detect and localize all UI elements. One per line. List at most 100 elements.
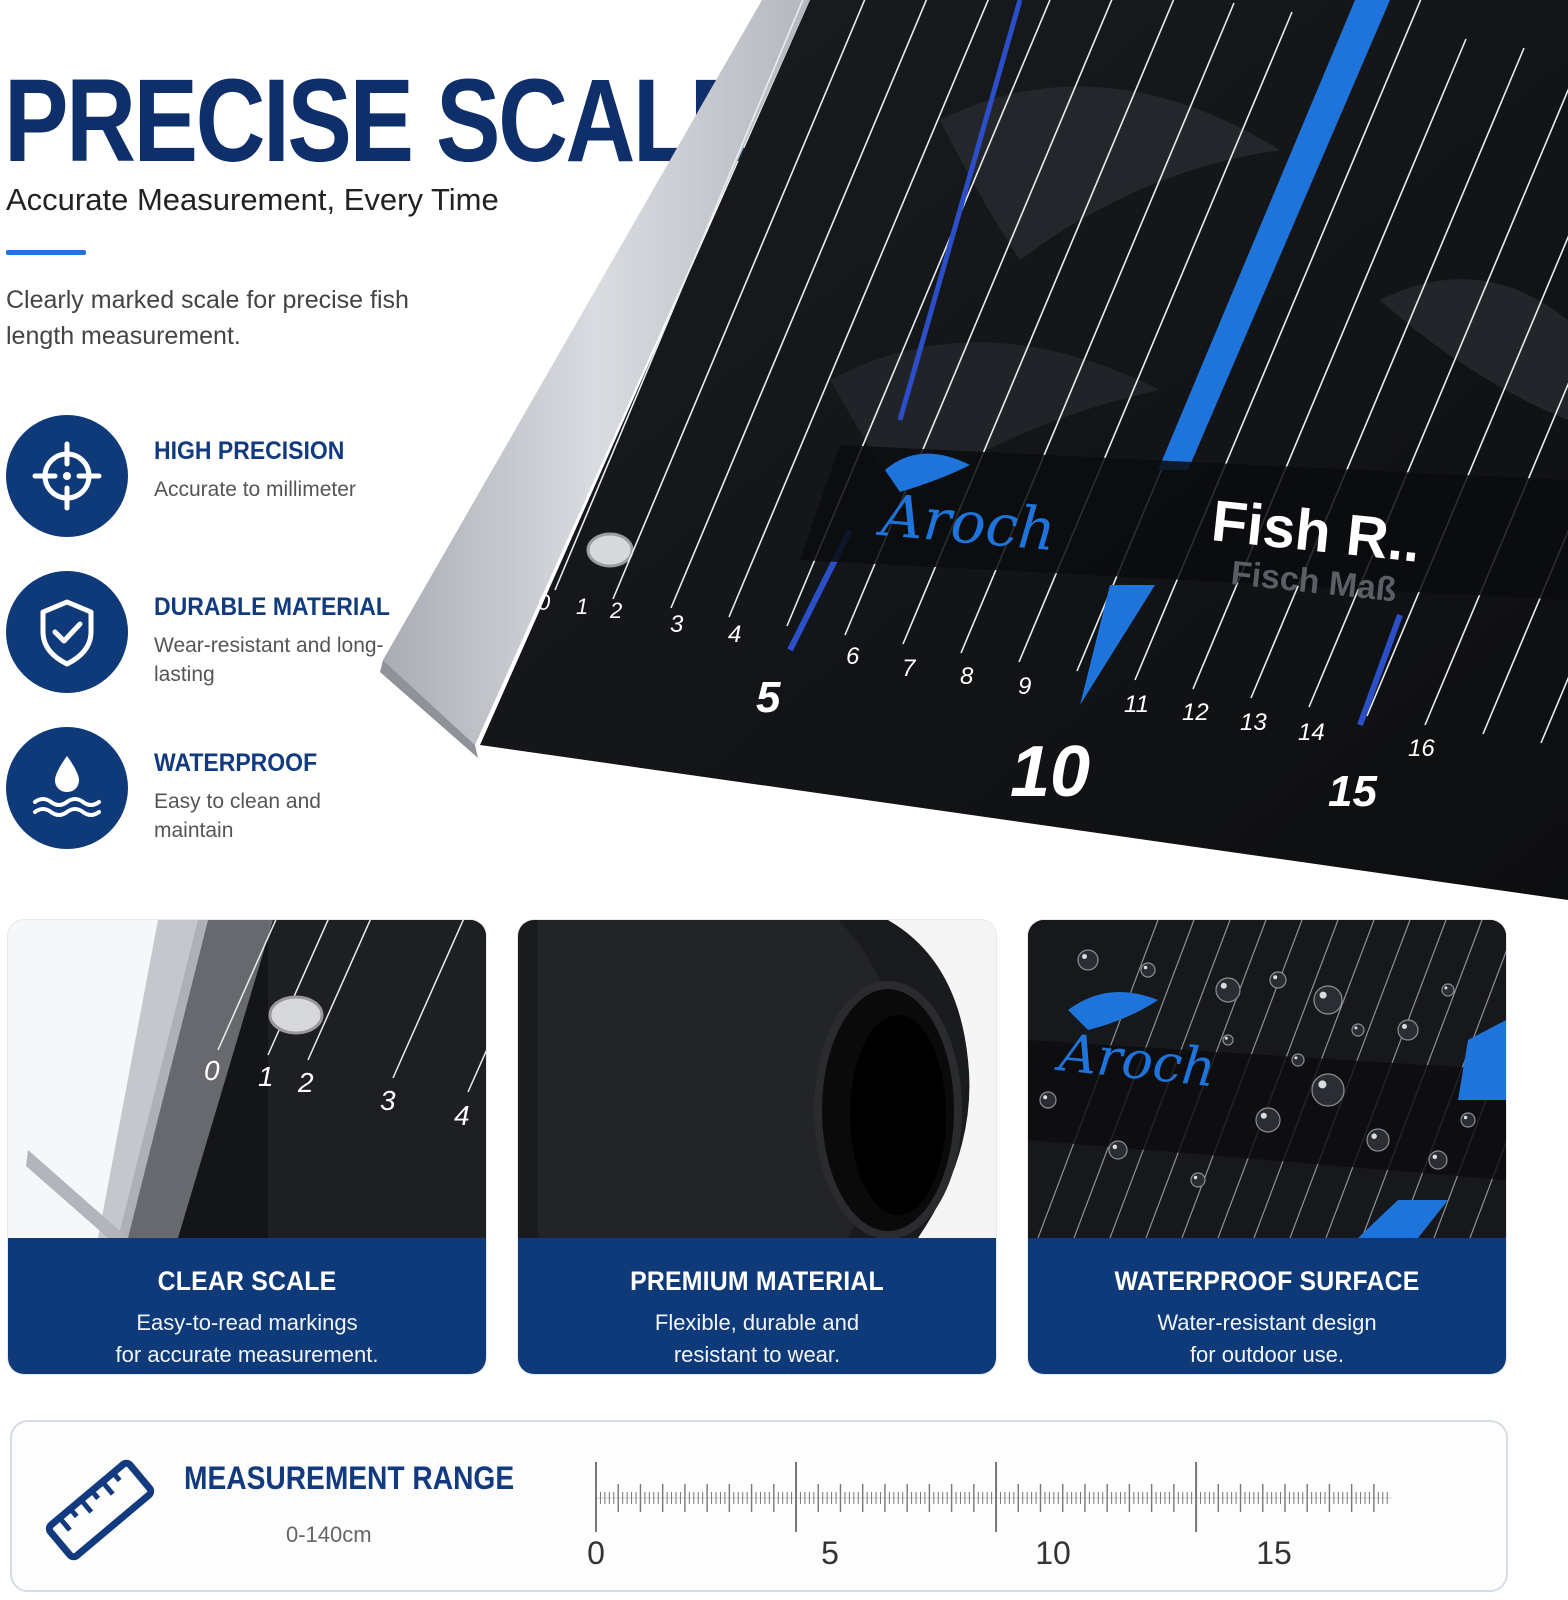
water-droplet (1311, 1073, 1345, 1107)
droplet-highlight (1043, 1095, 1048, 1100)
fish-ruler-product-image: Aroch Fish R.. Fisch Maß 0 1 2 3 4 6 7 8… (380, 0, 1568, 900)
card-desc: Water-resistant design for outdoor use. (1028, 1307, 1506, 1371)
scale-number: 3 (380, 1085, 396, 1116)
scale-number: 4 (454, 1100, 470, 1131)
accent-divider (6, 250, 86, 255)
range-title: MEASUREMENT RANGE (184, 1460, 515, 1496)
feature-desc: Easy to clean and maintain (154, 790, 321, 842)
card-desc: Flexible, durable and resistant to wear. (518, 1307, 996, 1371)
card-caption: WATERPROOF SURFACE Water-resistant desig… (1028, 1238, 1506, 1374)
scale-line (728, 0, 990, 618)
droplet-highlight (1260, 1112, 1267, 1119)
aluminium-rail (383, 0, 810, 745)
water-droplet (1140, 962, 1156, 978)
scale-number: 7 (902, 655, 917, 682)
scale-number: 2 (297, 1067, 314, 1098)
range-scale-label: 10 (1035, 1535, 1071, 1571)
brand-logo-text: Aroch (874, 481, 1059, 564)
measurement-range-panel: MEASUREMENT RANGE 0-140cm 0 5 10 15 (10, 1420, 1508, 1592)
droplet-highlight (1193, 1175, 1198, 1180)
water-droplet (1039, 1091, 1057, 1109)
fish-logo-icon (1068, 992, 1158, 1030)
card-desc-line: for outdoor use. (1189, 1342, 1345, 1367)
water-droplet (1351, 1023, 1365, 1037)
scale-number-major: 5 (756, 673, 781, 722)
card-clear-scale: 0 1 2 3 4 CLEAR SCALE Easy-to-read marki… (8, 920, 486, 1374)
scale-line (612, 0, 866, 600)
range-value: 0-140cm (286, 1522, 372, 1547)
scale-number: 0 (538, 590, 551, 615)
card-desc-line: Easy-to-read markings (136, 1310, 358, 1335)
droplet-highlight (1273, 975, 1278, 980)
droplet-highlight (1082, 954, 1087, 959)
scale-number: 16 (1408, 735, 1435, 762)
range-scale-label: 5 (821, 1535, 839, 1571)
scale-number: 1 (576, 594, 588, 619)
droplet-highlight (1318, 1080, 1327, 1089)
water-droplet (1428, 1150, 1448, 1170)
fish-logo-icon (885, 453, 970, 492)
card-caption: PREMIUM MATERIAL Flexible, durable and r… (518, 1238, 996, 1374)
droplet-highlight (1463, 1115, 1468, 1120)
scale-number: 13 (1240, 709, 1267, 736)
card-premium-material: PREMIUM MATERIAL Flexible, durable and r… (518, 920, 996, 1374)
scale-line (1469, 1140, 1506, 1238)
water-droplet (1108, 1140, 1128, 1160)
feature-waterproof: WATERPROOF Easy to clean and maintain (6, 727, 426, 849)
card-desc-line: Water-resistant design (1157, 1310, 1377, 1335)
droplet-highlight (1143, 965, 1148, 970)
range-scale-label: 15 (1256, 1535, 1292, 1571)
scale-number: 12 (1182, 699, 1209, 726)
scale-line (670, 0, 928, 609)
scale-number: 2 (609, 598, 622, 623)
water-droplets-image: Aroch (1028, 920, 1506, 1238)
feature-title: HIGH PRECISION (154, 437, 345, 465)
scale-line (1424, 382, 1568, 726)
rolled-mat-image (518, 920, 996, 1238)
card-desc-line: resistant to wear. (673, 1342, 841, 1367)
feature-desc: Wear-resistant and long-lasting (154, 634, 384, 686)
scale-line (1250, 47, 1525, 699)
page-title: PRECISE SCALE (4, 55, 754, 187)
shield-check-icon (6, 571, 128, 693)
water-droplet (1190, 1172, 1206, 1188)
scale-number: 8 (960, 663, 974, 690)
scale-line (467, 1049, 486, 1093)
card-title: PREMIUM MATERIAL (630, 1266, 884, 1296)
feature-desc: Accurate to millimeter (154, 478, 356, 501)
card-title: CLEAR SCALE (157, 1266, 337, 1296)
water-droplet (1215, 977, 1241, 1003)
feature-title: DURABLE MATERIAL (154, 593, 390, 621)
scale-number-major: 10 (1010, 732, 1090, 812)
water-droplet (1077, 949, 1099, 971)
card-waterproof-surface: Aroch WATERPROOF SURFACE Water-resistant… (1028, 920, 1506, 1374)
scale-line (1366, 235, 1568, 717)
droplet-highlight (1444, 986, 1448, 990)
droplet-highlight (1354, 1026, 1358, 1030)
hero-description: Clearly marked scale for precise fish le… (6, 286, 409, 350)
scale-number: 1 (258, 1061, 274, 1092)
scale-line (217, 920, 277, 1051)
scale-line (392, 920, 465, 1079)
droplet-highlight (1224, 1036, 1228, 1040)
feature-durable-material: DURABLE MATERIAL Wear-resistant and long… (6, 571, 426, 693)
page-subtitle: Accurate Measurement, Every Time (6, 182, 499, 217)
scale-line (307, 920, 372, 1061)
water-drop-waves-icon (6, 727, 128, 849)
water-droplet (1291, 1053, 1305, 1067)
droplet-highlight (1220, 982, 1227, 989)
scale-number-major: 15 (1328, 767, 1377, 816)
card-desc: Easy-to-read markings for accurate measu… (8, 1307, 486, 1371)
scale-number: 11 (1124, 691, 1149, 718)
scale-number: 3 (670, 611, 684, 638)
scale-number: 0 (204, 1055, 220, 1086)
droplet-highlight (1319, 991, 1327, 999)
card-caption: CLEAR SCALE Easy-to-read markings for ac… (8, 1238, 486, 1374)
scale-number: 9 (1018, 673, 1031, 700)
scale-line (1482, 529, 1568, 735)
water-droplet (1366, 1128, 1390, 1152)
crosshair-icon (6, 415, 128, 537)
water-droplet (1222, 1034, 1234, 1046)
card-desc-line: Flexible, durable and (654, 1310, 860, 1335)
mat-surface (480, 0, 1568, 900)
